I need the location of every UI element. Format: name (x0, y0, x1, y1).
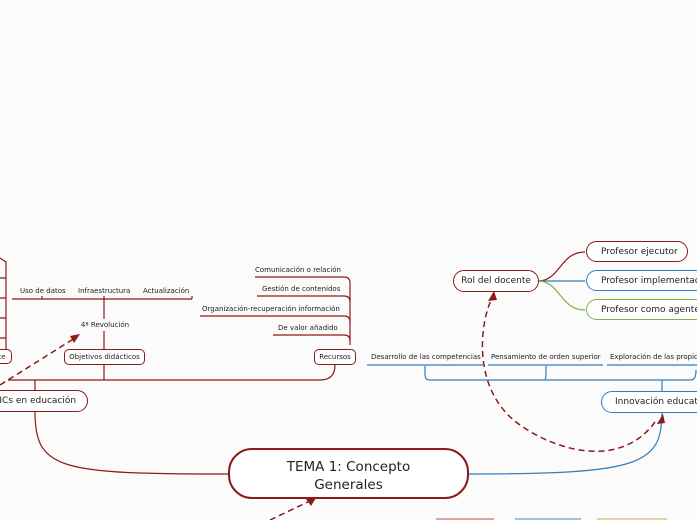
node-4-revolucion[interactable]: 4ª Revolución (75, 318, 135, 332)
node-uso-de-datos[interactable]: Uso de datos (20, 287, 66, 295)
node-objetivos-didacticos[interactable]: Objetivos didácticos (64, 349, 145, 365)
node-profesor-agente[interactable]: Profesor como agente (586, 299, 697, 320)
connector-revolucion-children (41, 296, 193, 319)
node-rol-docente-label: Rol del docente (461, 276, 531, 286)
node-4-revolucion-label: 4ª Revolución (80, 321, 130, 329)
arrowhead-innovacion (657, 414, 665, 424)
node-profesor-implementacion[interactable]: Profesor implementac (586, 270, 697, 291)
arrowhead-revolucion (70, 334, 80, 343)
legend-strip-yellow (597, 518, 667, 520)
relation-arrow-bottom (269, 499, 313, 520)
node-pensamiento-orden-superior[interactable]: Pensamiento de orden superior (491, 353, 601, 361)
connector-recursos-children (200, 276, 351, 345)
node-de-valor-anadido[interactable]: De valor añadido (278, 324, 338, 332)
node-infraestructura[interactable]: Infraestructura (78, 287, 131, 295)
node-desarrollo-competencias[interactable]: Desarrollo de las competencias (371, 353, 481, 361)
left-partial-node[interactable]: te (0, 349, 12, 364)
topic-innovacion-educativa[interactable]: Innovación educat (601, 391, 697, 413)
arrowhead-rol (488, 291, 497, 301)
node-organizacion-recuperacion[interactable]: Organización-recuperación información (202, 305, 340, 313)
connector-innovacion-children (424, 365, 697, 392)
connector-main-tics (34, 411, 229, 475)
connector-rol-ejecutor (537, 251, 586, 282)
relation-arrow-revolucion (0, 337, 76, 386)
legend-strip-blue (515, 518, 581, 520)
central-topic-line2: Generales (314, 477, 383, 493)
node-actualizacion[interactable]: Actualización (143, 287, 190, 295)
node-objetivos-didacticos-label: Objetivos didácticos (69, 353, 140, 361)
node-rol-docente[interactable]: Rol del docente (453, 270, 539, 292)
arrowhead-bottom (306, 498, 316, 506)
connector-main-innovacion (468, 411, 663, 475)
node-comunicacion-relacion[interactable]: Comunicación o relación (255, 266, 341, 274)
node-profesor-ejecutor[interactable]: Profesor ejecutor (586, 241, 688, 262)
node-profesor-implementacion-label: Profesor implementac (601, 275, 697, 286)
left-partial-node-label: te (0, 352, 6, 361)
node-profesor-ejecutor-label: Profesor ejecutor (601, 246, 678, 257)
topic-tics-educacion-label: TICs en educación (0, 396, 77, 406)
node-recursos-label: Recursos (319, 353, 351, 361)
topic-innovacion-educativa-label: Innovación educat (615, 397, 697, 407)
legend-strip-red (436, 518, 494, 520)
connector-rol-agente (537, 280, 586, 311)
topic-tics-educacion[interactable]: TICs en educación (0, 390, 88, 412)
node-recursos[interactable]: Recursos (314, 349, 356, 365)
central-topic[interactable]: TEMA 1: Concepto Generales (228, 448, 469, 499)
node-profesor-agente-label: Profesor como agente (601, 304, 697, 315)
node-exploracion-propicia[interactable]: Exploración de las propic (610, 353, 697, 361)
connector-left-stack (0, 257, 7, 352)
central-topic-line1: TEMA 1: Concepto (286, 459, 411, 475)
connector-tics-recursos (8, 364, 336, 381)
node-gestion-contenidos[interactable]: Gestión de contenidos (262, 285, 341, 293)
